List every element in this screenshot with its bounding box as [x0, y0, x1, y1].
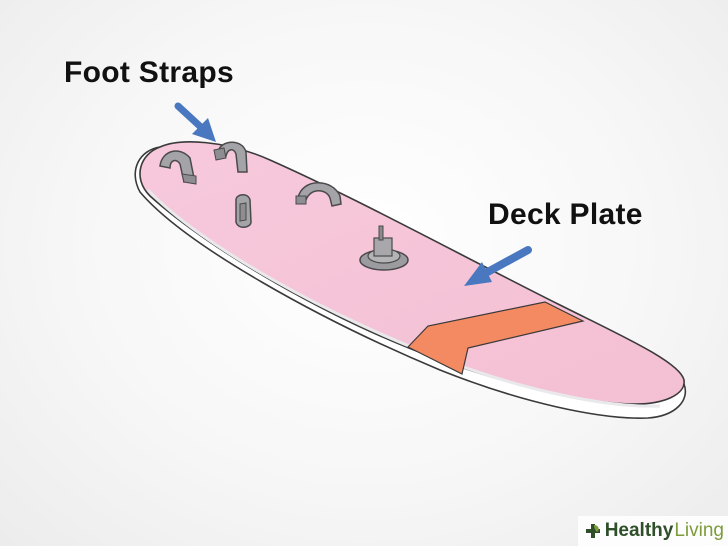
foot-strap-icon — [159, 150, 197, 185]
board-deck — [139, 141, 685, 405]
board-stripe — [407, 301, 585, 375]
foot-strap-icon — [213, 141, 248, 173]
watermark-word-2: Living — [674, 520, 724, 541]
watermark: Healthy Living — [577, 516, 728, 546]
deck-plate-label: Deck Plate — [488, 198, 643, 231]
arrow-icon — [174, 102, 216, 142]
arrow-icon — [464, 246, 532, 286]
foot-strap-icon — [235, 194, 252, 228]
mast-base-icon — [359, 225, 409, 271]
foot-straps-label: Foot Straps — [64, 56, 234, 89]
leaf-icon — [585, 524, 600, 538]
watermark-word-1: Healthy — [604, 520, 674, 541]
foot-strap-icon — [295, 182, 342, 207]
